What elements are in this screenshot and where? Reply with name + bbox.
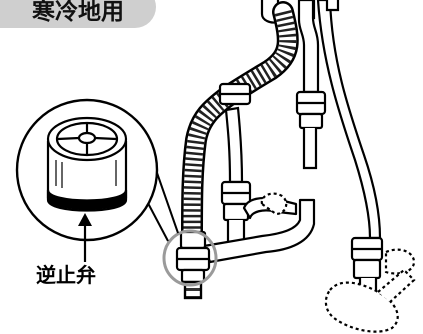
rigid-pipe-middle (295, 0, 327, 170)
right-supply-pipe (316, 0, 382, 240)
region-tag: 寒冷地用 (0, 0, 156, 28)
highlight-circle (162, 229, 218, 287)
horizontal-connector (202, 192, 316, 264)
check-valve-icon (46, 116, 128, 212)
check-valve-label: 逆止弁 (36, 263, 96, 287)
rigid-pipe-left (218, 82, 252, 248)
magnified-detail (15, 98, 159, 242)
corrugated-hose-long (181, 85, 239, 246)
region-tag-label: 寒冷地用 (32, 0, 124, 25)
arrow-up-icon (78, 213, 92, 262)
right-valve-assembly (324, 236, 416, 333)
check-valve-assembly (175, 230, 211, 300)
